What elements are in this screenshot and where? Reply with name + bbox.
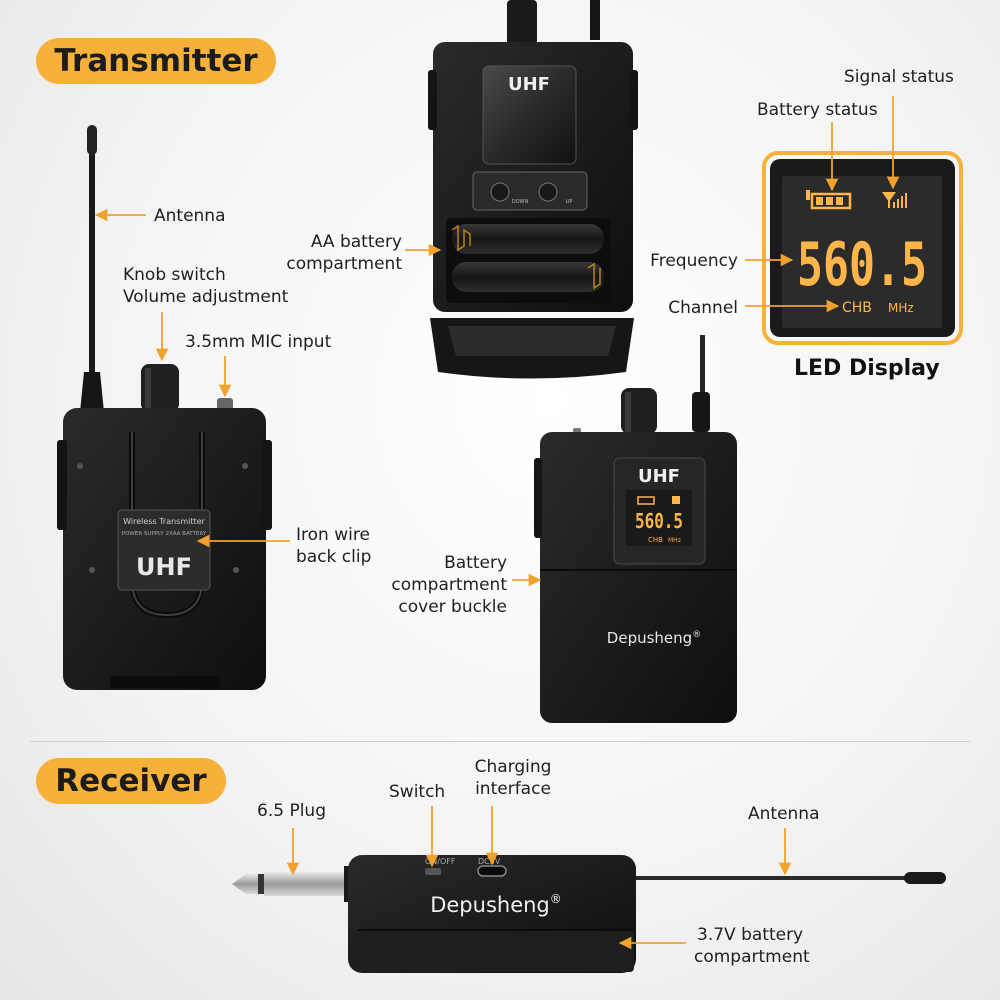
receiver-antenna-label: Antenna (748, 804, 820, 824)
led-display-title: LED Display (794, 356, 940, 381)
led-unit-readout: MHz (888, 301, 914, 315)
receiver-battery-label-line1: 3.7V battery (697, 925, 804, 945)
receiver-antenna (636, 876, 906, 880)
callout-arrows (94, 96, 900, 950)
charging-label-line2: interface (475, 779, 551, 799)
usb-c-port (477, 865, 507, 877)
receiver-device: ON/OFF DC5V Depusheng® (232, 855, 946, 973)
antenna-rod (89, 130, 95, 390)
front-brand-logo: Depusheng® (607, 629, 701, 647)
small-frequency-readout: 560.5 (635, 509, 683, 533)
channel-label: Channel (668, 298, 738, 318)
led-frequency-readout: 560.5 (797, 230, 927, 300)
battery-status-icon (806, 190, 852, 210)
buckle-label-line1: Battery (444, 553, 507, 573)
buckle-label-line3: cover buckle (398, 597, 507, 617)
led-channel-readout: CHB (842, 300, 872, 316)
charging-label-line1: Charging (474, 757, 552, 777)
transmitter-back-view: Wireless Transmitter POWER SUPPLY 2XAA B… (57, 125, 272, 690)
transmitter-section-title: Transmitter (36, 38, 276, 84)
buckle-label-line2: compartment (391, 575, 507, 595)
led-display-closeup: 560.5 CHB MHz (762, 151, 963, 345)
aa-battery-label-line2: compartment (286, 254, 402, 274)
small-channel-readout: CHB (648, 536, 663, 544)
volume-adjustment-label: Volume adjustment (123, 287, 289, 307)
antenna-label: Antenna (154, 206, 226, 226)
down-button-label: DOWN (512, 199, 529, 205)
plug-label: 6.5 Plug (257, 801, 326, 821)
receiver-section-title: Receiver (36, 758, 226, 804)
signal-status-icon (882, 192, 907, 208)
iron-wire-label-line2: back clip (296, 547, 372, 567)
plug-tip (232, 874, 258, 894)
dc5v-label: DC5V (478, 857, 501, 866)
iron-wire-label-line1: Iron wire (296, 525, 370, 545)
power-switch (425, 868, 441, 875)
mic-input-label: 3.5mm MIC input (185, 332, 332, 352)
receiver-brand-logo: Depusheng® (430, 892, 562, 917)
up-button-label: UP (566, 199, 573, 205)
small-unit-readout: MHz (668, 537, 681, 544)
onoff-label: ON/OFF (425, 857, 456, 866)
aa-battery-bottom (452, 262, 604, 292)
frequency-label: Frequency (650, 251, 738, 271)
switch-label: Switch (389, 782, 446, 802)
aa-battery-top (452, 224, 604, 254)
back-label-line1: Wireless Transmitter (123, 517, 205, 526)
back-label-line2: POWER SUPPLY 2XAA BATTERY (122, 531, 207, 537)
aa-battery-label-line1: AA battery (310, 232, 402, 252)
transmitter-open-view: UHF DOWN UP (428, 0, 638, 379)
signal-status-label: Signal status (844, 67, 954, 87)
section-divider (30, 741, 970, 742)
transmitter-front-view: UHF 560.5 CHB MHz Depusheng® (534, 335, 737, 723)
front-uhf-logo: UHF (638, 466, 680, 487)
back-uhf-logo: UHF (136, 553, 192, 581)
knob-switch-label: Knob switch (123, 265, 226, 285)
open-uhf-logo: UHF (508, 74, 550, 95)
receiver-battery-label-line2: compartment (694, 947, 810, 967)
battery-status-label: Battery status (757, 100, 878, 120)
